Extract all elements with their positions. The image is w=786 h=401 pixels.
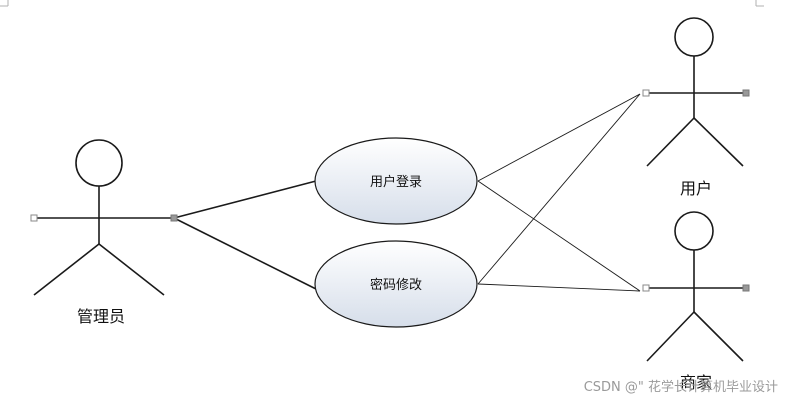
actor-admin-head	[75, 139, 123, 187]
actor-merchant-handle-left[interactable]	[642, 284, 650, 292]
use-case-change-password-ellipse	[314, 240, 478, 328]
use-case-change-password-label: 密码修改	[370, 277, 422, 293]
actor-admin-leg-right	[98, 243, 165, 296]
actor-admin-label: 管理员	[77, 307, 125, 326]
actor-merchant-handle-right[interactable]	[742, 284, 750, 292]
actor-user-head	[674, 17, 714, 57]
actor-merchant-label: 商家	[680, 373, 712, 392]
assoc-admin-login	[173, 180, 317, 219]
actor-merchant[interactable]	[642, 211, 750, 362]
actor-user-label: 用户	[680, 179, 712, 198]
assoc-login-user	[477, 93, 641, 182]
actor-admin[interactable]	[30, 139, 178, 296]
actor-admin-handle-right[interactable]	[170, 214, 178, 222]
actor-merchant-leg-left	[646, 311, 695, 362]
actor-admin-leg-left	[33, 243, 100, 296]
use-case-change-password[interactable]: 密码修改	[314, 240, 478, 328]
actor-user[interactable]	[642, 17, 750, 167]
actor-merchant-leg-right	[693, 311, 744, 362]
assoc-password-merchant	[477, 283, 641, 292]
assoc-login-merchant	[477, 180, 641, 292]
actor-admin-handle-left[interactable]	[30, 214, 38, 222]
assoc-password-user	[477, 93, 641, 285]
use-case-login[interactable]: 用户登录	[314, 137, 478, 225]
associations	[173, 93, 641, 292]
actor-user-leg-right	[693, 117, 744, 167]
actor-merchant-head	[674, 211, 714, 251]
watermark: CSDN @" 花学长计算机毕业设计	[583, 380, 778, 395]
actor-user-handle-right[interactable]	[742, 89, 750, 97]
actor-user-leg-left	[646, 117, 695, 167]
assoc-admin-password	[173, 217, 317, 290]
use-case-login-label: 用户登录	[370, 174, 422, 190]
actor-user-handle-left[interactable]	[642, 89, 650, 97]
use-case-login-ellipse	[314, 137, 478, 225]
